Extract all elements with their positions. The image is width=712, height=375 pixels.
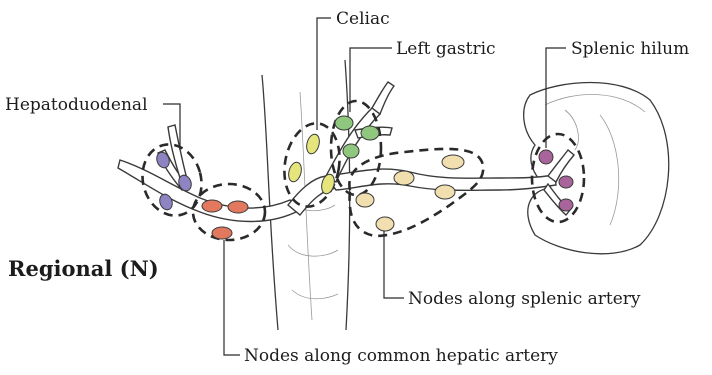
node [539,150,553,164]
label-common-hepatic: Nodes along common hepatic artery [244,346,558,366]
node [305,133,322,155]
node [559,199,573,211]
node [394,171,414,185]
leader-common-hepatic [224,240,240,355]
node [228,201,248,213]
node [335,116,353,130]
node [343,144,359,158]
leader-left-gastric [350,48,392,112]
label-splenic-artery: Nodes along splenic artery [408,289,641,309]
nodes-splenic-artery [356,155,464,231]
leader-splenic-artery [384,231,404,298]
node [559,176,573,188]
label-splenic-hilum: Splenic hilum [571,39,689,59]
node [212,227,232,239]
diagram-title: Regional (N) [8,256,159,281]
node [442,155,464,169]
node [361,126,379,140]
node [287,161,304,183]
label-hepatoduodenal: Hepatoduodenal [5,95,148,115]
node [435,185,455,199]
leader-celiac [317,18,331,130]
node [356,193,374,207]
node [376,217,394,231]
label-left-gastric: Left gastric [396,39,496,59]
node [202,200,222,212]
label-celiac: Celiac [336,9,390,29]
